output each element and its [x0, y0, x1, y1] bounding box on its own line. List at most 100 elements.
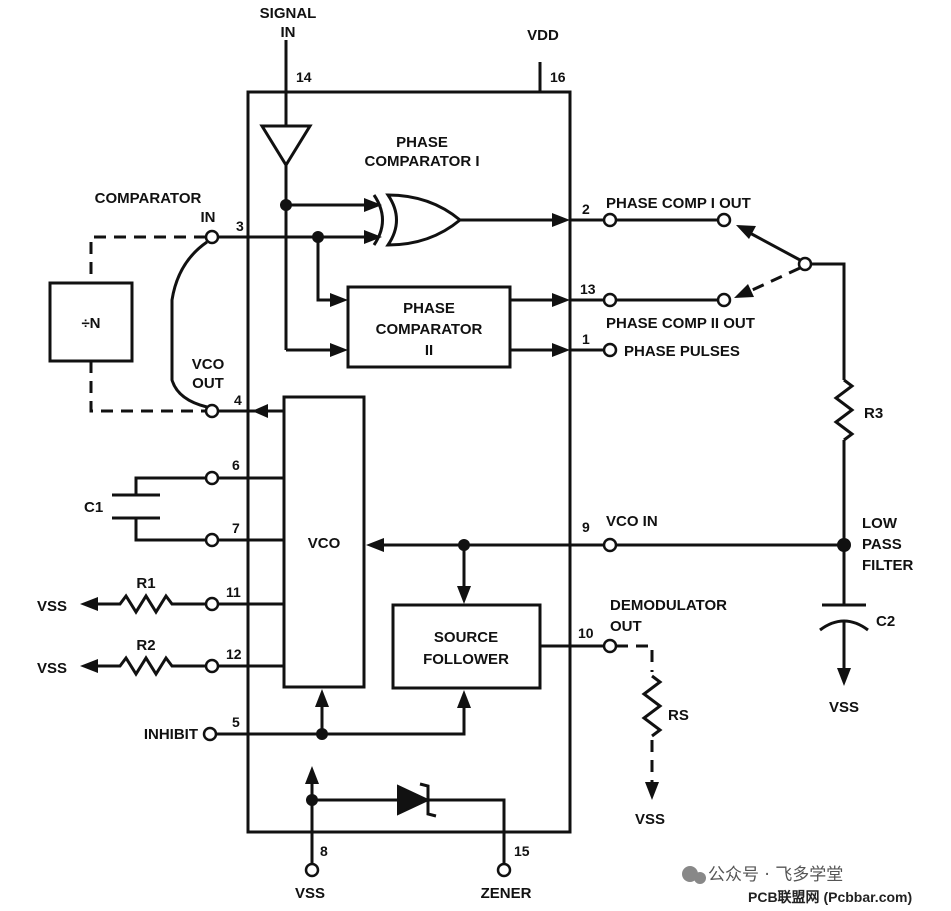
- rs-label: RS: [668, 707, 689, 724]
- pin-4: 4: [234, 392, 242, 408]
- phase-comparator-2-label-2: COMPARATOR: [376, 321, 483, 338]
- phase-comparator-2-label-3: II: [425, 342, 433, 359]
- zener-group: 8 15 VSS ZENER: [295, 766, 532, 902]
- low-pass-filter-label-3: FILTER: [862, 557, 914, 574]
- resistor-r2: [96, 655, 206, 677]
- pin-14: 14: [296, 69, 312, 85]
- vss-label-c2: VSS: [829, 699, 859, 716]
- pin-15: 15: [514, 843, 530, 859]
- r1-group: 11 R1 VSS: [37, 575, 284, 615]
- switch-pivot: [797, 256, 813, 272]
- divide-by-n-box: [48, 281, 134, 363]
- vco-label: VCO: [308, 535, 341, 552]
- r3-label: R3: [864, 405, 883, 422]
- r1-label: R1: [136, 575, 155, 592]
- phase-comp-1-out-label: PHASE COMP I OUT: [606, 195, 751, 212]
- phase-comparator-1-label-1: PHASE: [396, 134, 448, 151]
- phase-comparator-2-label-1: PHASE: [403, 300, 455, 317]
- terminal-r1: [204, 596, 220, 612]
- phase-comparator-1-label-2: COMPARATOR I: [365, 153, 480, 170]
- vss-label-r1: VSS: [37, 598, 67, 615]
- watermark-url: PCB联盟网 (Pcbbar.com): [748, 889, 912, 905]
- divide-by-n-label: ÷N: [81, 315, 100, 332]
- vco-out-group: VCO OUT 4: [192, 356, 284, 419]
- terminal-pc2-out: [602, 292, 618, 308]
- signal-in-label-1: SIGNAL: [260, 5, 317, 22]
- phase-comp-2-out-label: PHASE COMP II OUT: [606, 315, 755, 332]
- comparator-in-group: COMPARATOR IN 3: [95, 190, 324, 245]
- r2-label: R2: [136, 637, 155, 654]
- terminal-vco-in: [602, 537, 618, 553]
- phase-comparator-2: PHASE COMPARATOR II: [286, 237, 570, 369]
- phase-outputs-group: 2 PHASE COMP I OUT 13 PHASE COMP II OUT …: [570, 195, 755, 360]
- pin-12: 12: [226, 646, 242, 662]
- vco-out-label-2: OUT: [192, 375, 224, 392]
- vco-in-label: VCO IN: [606, 513, 658, 530]
- vss-label-pin8: VSS: [295, 885, 325, 902]
- inhibit-label: INHIBIT: [144, 726, 198, 743]
- pin-7: 7: [232, 520, 240, 536]
- demodulator-out-label-2: OUT: [610, 618, 642, 635]
- c2-label: C2: [876, 613, 895, 630]
- pin-1: 1: [582, 331, 590, 347]
- xor-gate-icon: [385, 193, 463, 247]
- vss-label-rs: VSS: [635, 811, 665, 828]
- phase-comparator-1: PHASE COMPARATOR I: [218, 134, 570, 247]
- pin-11: 11: [226, 584, 241, 600]
- comparator-in-label-1: COMPARATOR: [95, 190, 202, 207]
- source-follower-label-2: FOLLOWER: [423, 651, 509, 668]
- pin-6: 6: [232, 457, 240, 473]
- zener-label: ZENER: [481, 885, 532, 902]
- terminal-r2: [204, 658, 220, 674]
- pin-9: 9: [582, 519, 590, 535]
- demodulator-out-label-1: DEMODULATOR: [610, 597, 727, 614]
- resistor-rs: [641, 674, 663, 738]
- resistor-r1: [96, 593, 206, 615]
- phase-comparator-2-box: [346, 285, 512, 369]
- pin-5: 5: [232, 714, 240, 730]
- source-follower-box: [391, 603, 542, 690]
- inhibit-group: INHIBIT 5: [144, 689, 471, 743]
- vdd-group: VDD 16: [527, 27, 566, 93]
- pin-8: 8: [320, 843, 328, 859]
- input-buffer-triangle: [259, 124, 313, 168]
- c1-group: 6 7 C1: [84, 457, 284, 548]
- resistor-r3: [833, 378, 855, 442]
- terminal-switch-pc2: [716, 292, 732, 308]
- terminal-comparator-in: [204, 229, 220, 245]
- signal-in-group: SIGNAL IN 14: [259, 5, 317, 350]
- terminal-c1b: [204, 532, 220, 548]
- terminal-demod-out: [602, 638, 618, 654]
- comparator-in-label-2: IN: [201, 209, 216, 226]
- vdd-label: VDD: [527, 27, 559, 44]
- ic-package-outline: [246, 90, 572, 834]
- r2-group: 12 R2 VSS: [37, 637, 284, 677]
- terminal-vco-out: [204, 403, 220, 419]
- c1-label: C1: [84, 499, 103, 516]
- zener-diode-icon: [397, 784, 431, 816]
- vss-label-r2: VSS: [37, 660, 67, 677]
- phase-pulses-label: PHASE PULSES: [624, 343, 740, 360]
- pin-10: 10: [578, 625, 594, 641]
- low-pass-filter-label-1: LOW: [862, 515, 898, 532]
- source-follower-block: SOURCE FOLLOWER 10 DEMODULATOR OUT RS VS…: [391, 597, 727, 828]
- terminal-switch-pc1: [716, 212, 732, 228]
- terminal-inhibit: [202, 726, 218, 742]
- terminal-zener: [496, 862, 512, 878]
- divide-by-n-group: ÷N: [48, 235, 208, 413]
- pin-3: 3: [236, 218, 244, 234]
- pin-13: 13: [580, 281, 596, 297]
- low-pass-filter-label-2: PASS: [862, 536, 902, 553]
- source-follower-label-1: SOURCE: [434, 629, 498, 646]
- terminal-c1a: [204, 470, 220, 486]
- pin-16: 16: [550, 69, 566, 85]
- signal-in-label-2: IN: [281, 24, 296, 41]
- vco-in-group: 9 VCO IN: [366, 513, 844, 604]
- vco-box: [282, 395, 366, 689]
- pin-2: 2: [582, 201, 590, 217]
- watermark-text: 公众号 · 飞多学堂: [708, 865, 843, 885]
- watermark: 公众号 · 飞多学堂 PCB联盟网 (Pcbbar.com): [682, 865, 912, 905]
- vco-block: VCO: [282, 395, 366, 689]
- terminal-pc1-out: [602, 212, 618, 228]
